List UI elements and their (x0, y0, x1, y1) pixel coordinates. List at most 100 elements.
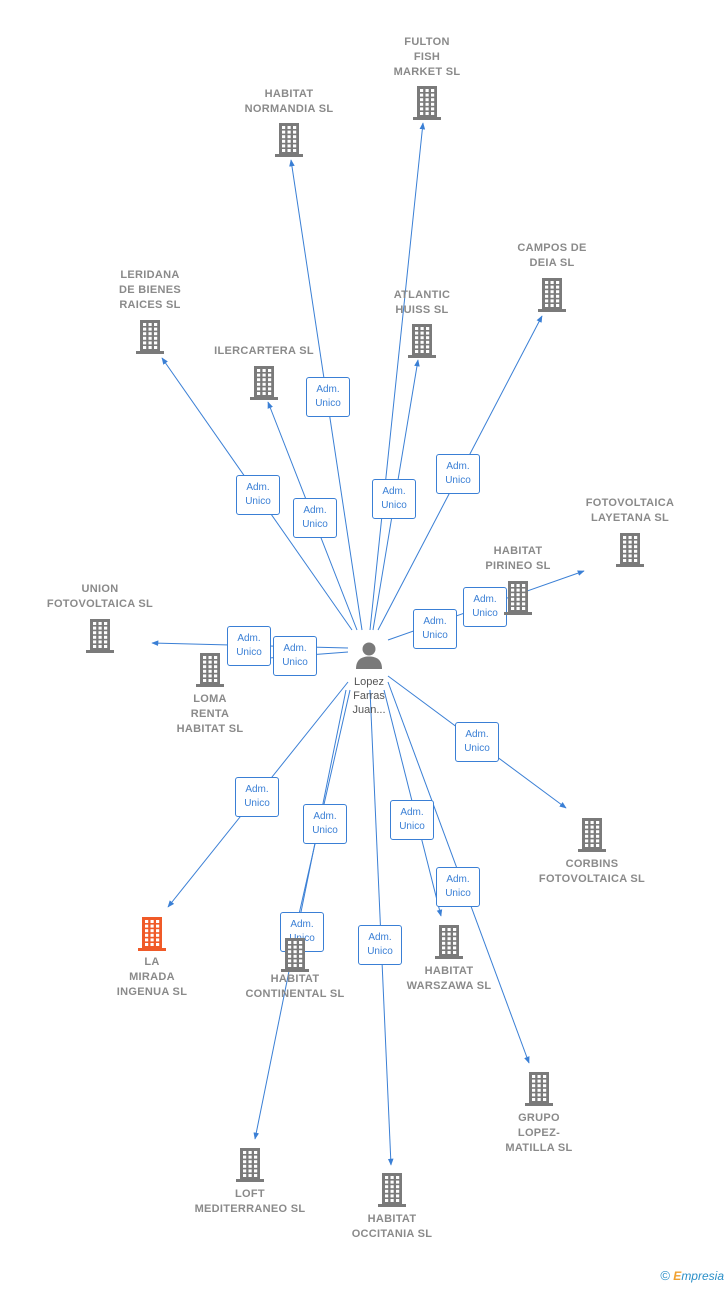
company-node-mirada[interactable]: LA MIRADA INGENUA SL (77, 917, 227, 1000)
company-label-line: MARKET SL (393, 66, 461, 78)
building-icon (86, 619, 114, 653)
brand-logo-e: E (673, 1269, 682, 1283)
edge-label-layetana[interactable]: Adm. Unico (463, 587, 507, 627)
company-label-line: FULTON (404, 36, 450, 48)
building-icon (196, 653, 224, 687)
building-icon (378, 1173, 406, 1207)
edge-label-ilercartera[interactable]: Adm.Unico (293, 498, 337, 538)
copyright-symbol: © (660, 1268, 670, 1283)
edge-label-type: Unico (445, 888, 471, 899)
building-icon (250, 366, 278, 400)
company-node-ilercartera[interactable]: ILERCARTERA SL (189, 344, 339, 400)
building-icon (504, 581, 532, 615)
edge-label-type: Unico (472, 608, 498, 619)
company-label-line: WARSZAWA SL (406, 980, 492, 992)
building-icon (281, 938, 309, 972)
edge-label-loma[interactable]: Adm. Unico (273, 636, 317, 676)
company-label-line: INGENUA SL (116, 986, 188, 998)
company-label-line: FOTOVOLTAICA SL (46, 598, 154, 610)
edge-label-grupo[interactable]: Adm. Unico (436, 867, 480, 907)
edge-label-type: Unico (422, 630, 448, 641)
company-label-line: RAICES SL (119, 299, 181, 311)
edge-label-role: Adm. (473, 594, 497, 605)
company-label-line: ILERCARTERA SL (214, 345, 314, 357)
company-label-line: LOMA (193, 693, 227, 705)
company-node-leridana[interactable]: LERIDANA DE BIENES RAICES SL (75, 268, 225, 354)
company-label-line: LERIDANA (120, 269, 180, 281)
edge-label-normandia[interactable]: Adm.Unico (306, 377, 350, 417)
edge-label-campos[interactable]: Adm.Unico (436, 454, 480, 494)
edge-label-type: Unico (312, 825, 338, 836)
building-icon (236, 1148, 264, 1182)
brand-logo-text: mpresia (681, 1269, 724, 1283)
edge-label-type: Unico (244, 798, 270, 809)
company-label-line: UNION (81, 583, 119, 595)
edge-label-mirada[interactable]: Adm. Unico (235, 777, 279, 817)
edge-label-leridana[interactable]: Adm. Unico (236, 475, 280, 515)
building-icon (408, 324, 436, 358)
company-label-line: HABITAT SL (176, 723, 244, 735)
company-label-line: DE BIENES (119, 284, 181, 296)
edge-label-type: Unico (464, 743, 490, 754)
person-node[interactable]: Lopez Farras Juan... (343, 640, 395, 717)
company-label-line: DEIA SL (529, 257, 575, 269)
company-label: LERIDANA DE BIENES RAICES SL (75, 268, 225, 313)
company-label-line: MEDITERRANEO SL (194, 1203, 306, 1215)
company-label-line: CORBINS (565, 858, 619, 870)
building-icon (538, 278, 566, 312)
edge-label-atlantic[interactable]: Adm.Unico (372, 479, 416, 519)
company-label-line: PIRINEO SL (485, 560, 551, 572)
building-icon (435, 925, 463, 959)
edge-label-type: Unico (367, 946, 393, 957)
building-icon (275, 123, 303, 157)
company-label-line: NORMANDIA SL (244, 103, 334, 115)
company-label-line: HABITAT (424, 965, 474, 977)
edge-label-role: Adm. (245, 784, 269, 795)
edge-label-type: Unico (245, 496, 271, 507)
edge-fulton (369, 122, 426, 631)
company-node-warszawa[interactable]: HABITAT WARSZAWA SL (374, 925, 524, 994)
edge-label-role: Adm. (368, 932, 392, 943)
company-label-line: RENTA (190, 708, 230, 720)
company-node-union[interactable]: UNION FOTOVOLTAICA SL (25, 582, 175, 653)
edge-label-occitania[interactable]: Adm. Unico (358, 925, 402, 965)
company-label-line: GRUPO (518, 1112, 560, 1124)
company-node-loma[interactable]: LOMA RENTA HABITAT SL (135, 653, 285, 737)
edge-label-role: Adm. (423, 616, 447, 627)
edge-label-union[interactable]: Adm.Unico (227, 626, 271, 666)
edge-label-role: Adm. (246, 482, 270, 493)
company-label-line: OCCITANIA SL (351, 1228, 433, 1240)
building-icon (138, 917, 166, 951)
person-name-line: Farras (353, 690, 385, 702)
edge-label-role: Adm. (283, 643, 307, 654)
company-label-line: MIRADA (129, 971, 175, 983)
company-label-line: LA (144, 956, 160, 968)
footer-brand[interactable]: © Empresia (660, 1268, 724, 1283)
edge-label-role: Adm. (446, 874, 470, 885)
edge-label-warszawa[interactable]: Adm.Unico (390, 800, 434, 840)
edge-label-type: Unico (282, 657, 308, 668)
edge-label-corbins[interactable]: Adm.Unico (455, 722, 499, 762)
edge-label-type: Unico (381, 500, 407, 511)
company-label-line: FOTOVOLTAICA (585, 497, 675, 509)
edge-label-continental[interactable]: Adm.Unico (303, 804, 347, 844)
edge-label-type: Unico (236, 647, 262, 658)
edge-label-type: Unico (445, 475, 471, 486)
company-label-line: HUISS SL (395, 304, 449, 316)
edge-label-pirineo[interactable]: Adm. Unico (413, 609, 457, 649)
